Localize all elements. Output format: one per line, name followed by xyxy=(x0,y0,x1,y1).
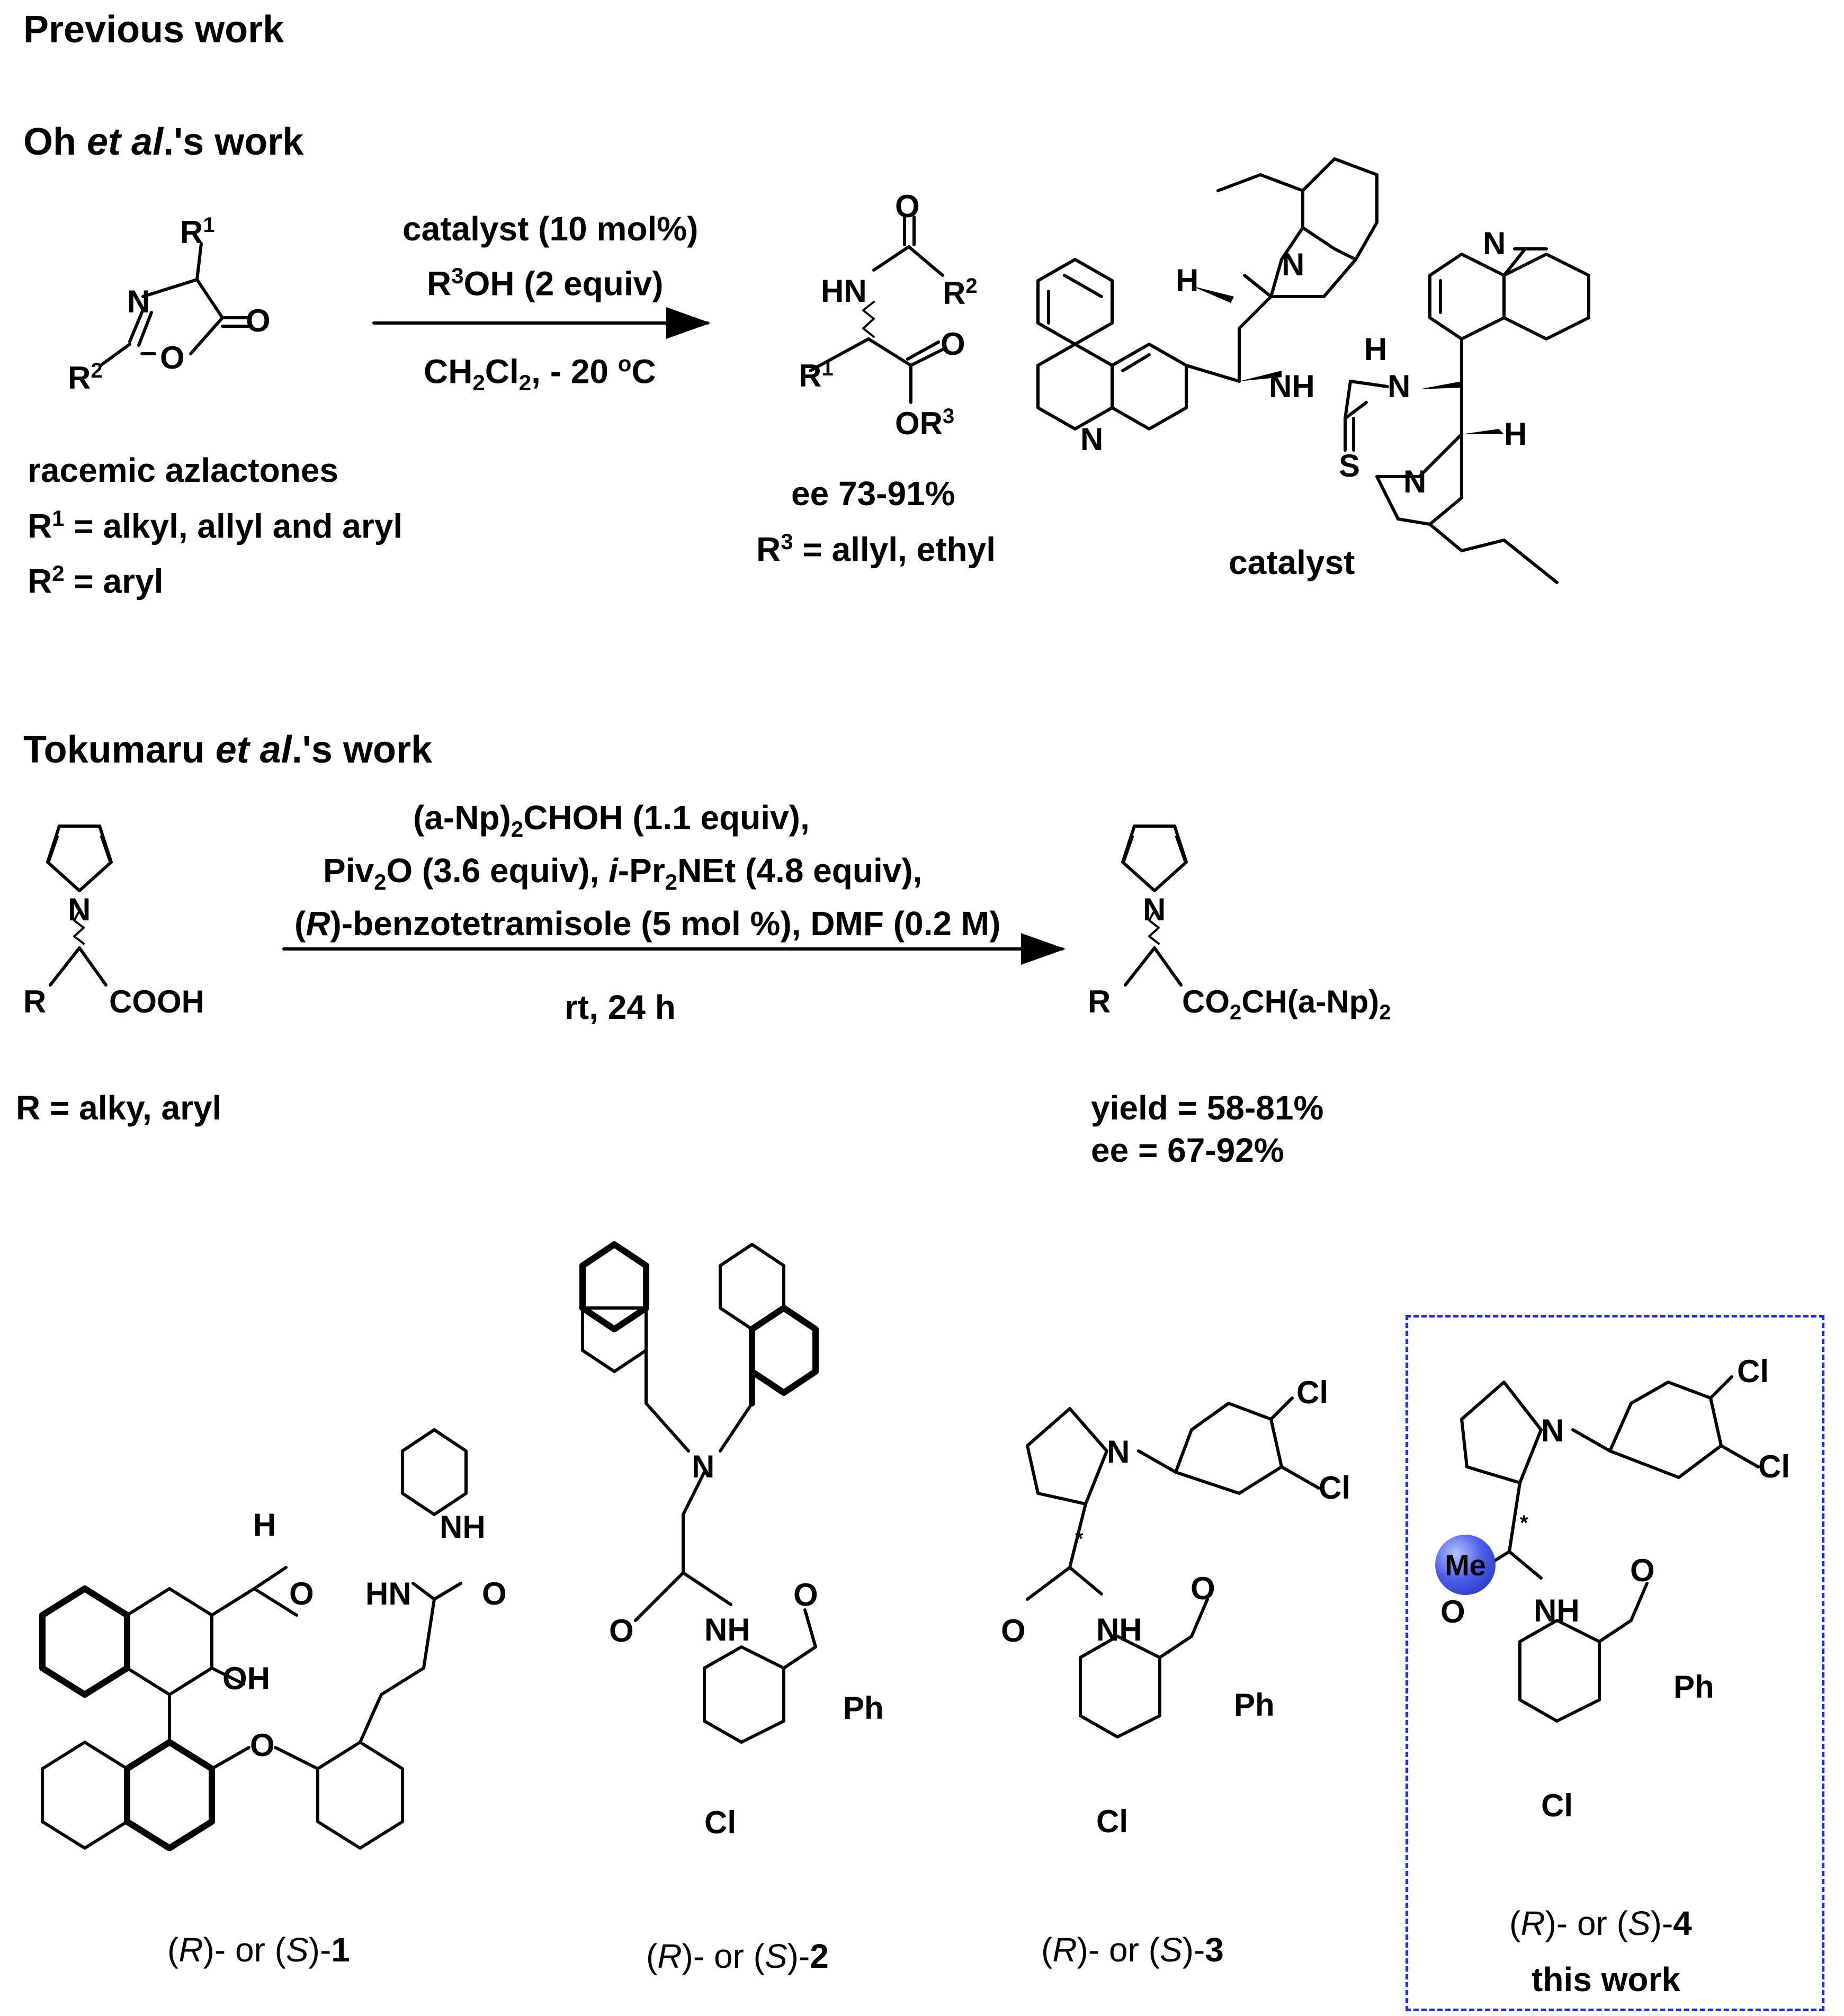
compound-4-caption: (R)- or (S)-4 xyxy=(1509,1904,1692,1942)
tok-reactant-r: R xyxy=(23,984,47,1019)
c2-n: N xyxy=(692,1449,715,1484)
compound-1-caption: (R)- or (S)-1 xyxy=(167,1931,350,1969)
catalyst-h-thiourea: H xyxy=(1364,331,1388,367)
tok-product-ester: CO2CH(a-Np)2 xyxy=(1182,984,1391,1024)
c4-stereo-star: * xyxy=(1520,1511,1528,1535)
catalyst-s: S xyxy=(1339,448,1360,483)
c3-o-ketone: O xyxy=(1190,1571,1215,1606)
c3-nh: NH xyxy=(1096,1612,1142,1647)
oh-product-o-ester: O xyxy=(941,326,965,362)
oh-reactant-note-2: R1 = alkyl, allyl and aryl xyxy=(28,506,403,545)
tok-condition-1: (a-Np)2CHOH (1.1 equiv), xyxy=(413,799,810,841)
c4-o: O xyxy=(1440,1594,1465,1629)
c3-cl-3: Cl xyxy=(1096,1804,1128,1839)
oh-reactant-note-3: R2 = aryl xyxy=(28,561,164,601)
oh-reactant-note-1: racemic azlactones xyxy=(28,451,338,489)
c1-o-aldehyde: O xyxy=(289,1576,314,1611)
c1-oh: OH xyxy=(222,1661,270,1696)
tok-product-note-1: yield = 58-81% xyxy=(1091,1089,1324,1127)
this-work-label: this work xyxy=(1532,1960,1680,1999)
c4-ph: Ph xyxy=(1673,1669,1714,1705)
c3-cl-2: Cl xyxy=(1319,1470,1350,1506)
catalyst-n-thiourea: N xyxy=(1388,369,1411,404)
c4-nh: NH xyxy=(1534,1593,1580,1628)
c3-n: N xyxy=(1107,1434,1130,1470)
pyrrole-ester-structure xyxy=(1121,825,1188,987)
c2-o-ketone: O xyxy=(793,1577,818,1612)
c1-o-ether: O xyxy=(250,1727,275,1763)
c4-cl-3: Cl xyxy=(1541,1788,1573,1823)
oh-condition-alcohol: R3OH (2 equiv) xyxy=(427,263,664,303)
compound-2-structure xyxy=(579,1241,819,1744)
oh-reactant-r1: R1 xyxy=(180,213,215,250)
catalyst-h-1: H xyxy=(1176,263,1199,298)
catalyst-n-quinoline-1: N xyxy=(1080,422,1104,457)
compound-1-structure xyxy=(39,1428,468,1851)
compound-3-structure xyxy=(1026,1396,1320,1739)
oh-reactant-o-carbonyl: O xyxy=(246,303,271,338)
c1-nh: NH xyxy=(440,1509,486,1545)
tok-product-n: N xyxy=(1143,892,1166,927)
compound-4-structure xyxy=(1460,1375,1760,1723)
c4-methyl-ball: Me xyxy=(1435,1535,1496,1595)
tok-reactant-n: N xyxy=(68,892,91,927)
c4-cl-1: Cl xyxy=(1737,1354,1769,1389)
oh-work-heading: Oh et al.'s work xyxy=(23,121,304,163)
oh-reactant-o-ring: O xyxy=(160,340,185,375)
c2-cl: Cl xyxy=(704,1805,736,1840)
tok-product-note-2: ee = 67-92% xyxy=(1091,1131,1284,1169)
compound-2-caption: (R)- or (S)-2 xyxy=(646,1937,829,1975)
oh-product-o-amide: O xyxy=(895,189,920,224)
c1-hn: HN xyxy=(365,1576,411,1611)
c1-h: H xyxy=(253,1507,276,1543)
c2-nh: NH xyxy=(704,1612,750,1647)
c2-o: O xyxy=(609,1613,634,1648)
compound-3-caption: (R)- or (S)-3 xyxy=(1041,1931,1224,1969)
tok-condition-3: (R)-benzotetramisole (5 mol %), DMF (0.2… xyxy=(294,904,1001,943)
c4-cl-2: Cl xyxy=(1758,1449,1790,1484)
oh-product-structure xyxy=(809,216,944,404)
catalyst-label: catalyst xyxy=(1229,543,1355,581)
this-work-highlight-box xyxy=(1406,1315,1824,2011)
c1-o-urea: O xyxy=(482,1576,507,1611)
c2-ph: Ph xyxy=(843,1690,884,1726)
oh-product-hn: HN xyxy=(821,273,867,309)
c3-o: O xyxy=(1001,1613,1026,1648)
oh-condition-solvent: CH2Cl2, - 20 oC xyxy=(424,351,656,396)
oh-catalyst-structure xyxy=(1036,157,1590,584)
c4-me: Me xyxy=(1445,1548,1486,1582)
tok-condition-4: rt, 24 h xyxy=(565,988,676,1026)
catalyst-nh: NH xyxy=(1269,369,1315,404)
catalyst-n-quinoline-2: N xyxy=(1483,226,1506,261)
oh-reactant-n: N xyxy=(127,284,150,319)
previous-work-heading: Previous work xyxy=(23,8,284,51)
c4-o-ketone: O xyxy=(1630,1553,1655,1588)
azlactone-structure xyxy=(99,242,252,367)
tok-condition-2: Piv2O (3.6 equiv), i-Pr2NEt (4.8 equiv), xyxy=(323,852,923,894)
catalyst-n-bridge-1: N xyxy=(1282,247,1305,282)
c3-ph: Ph xyxy=(1234,1687,1275,1723)
c4-n: N xyxy=(1541,1413,1564,1448)
catalyst-h-2: H xyxy=(1504,416,1527,452)
c3-stereo-star: * xyxy=(1075,1527,1084,1551)
oh-reactant-r2: R2 xyxy=(68,359,103,396)
tok-reactant-note: R = alky, aryl xyxy=(16,1089,222,1127)
tokumaru-work-heading: Tokumaru et al.'s work xyxy=(23,729,433,771)
tok-reactant-cooh: COOH xyxy=(109,984,204,1019)
pyrrole-acid-structure xyxy=(46,825,113,987)
tok-product-r: R xyxy=(1088,984,1111,1019)
oh-product-or3: OR3 xyxy=(895,405,955,441)
c3-cl-1: Cl xyxy=(1296,1375,1328,1410)
oh-product-r1: R1 xyxy=(799,357,834,393)
oh-product-r2: R2 xyxy=(943,274,978,311)
oh-condition-catalyst: catalyst (10 mol%) xyxy=(402,210,699,248)
oh-product-note-2: R3 = allyl, ethyl xyxy=(756,529,996,569)
catalyst-n-bridge-2: N xyxy=(1403,464,1427,499)
oh-product-note-1: ee 73-91% xyxy=(791,474,955,513)
